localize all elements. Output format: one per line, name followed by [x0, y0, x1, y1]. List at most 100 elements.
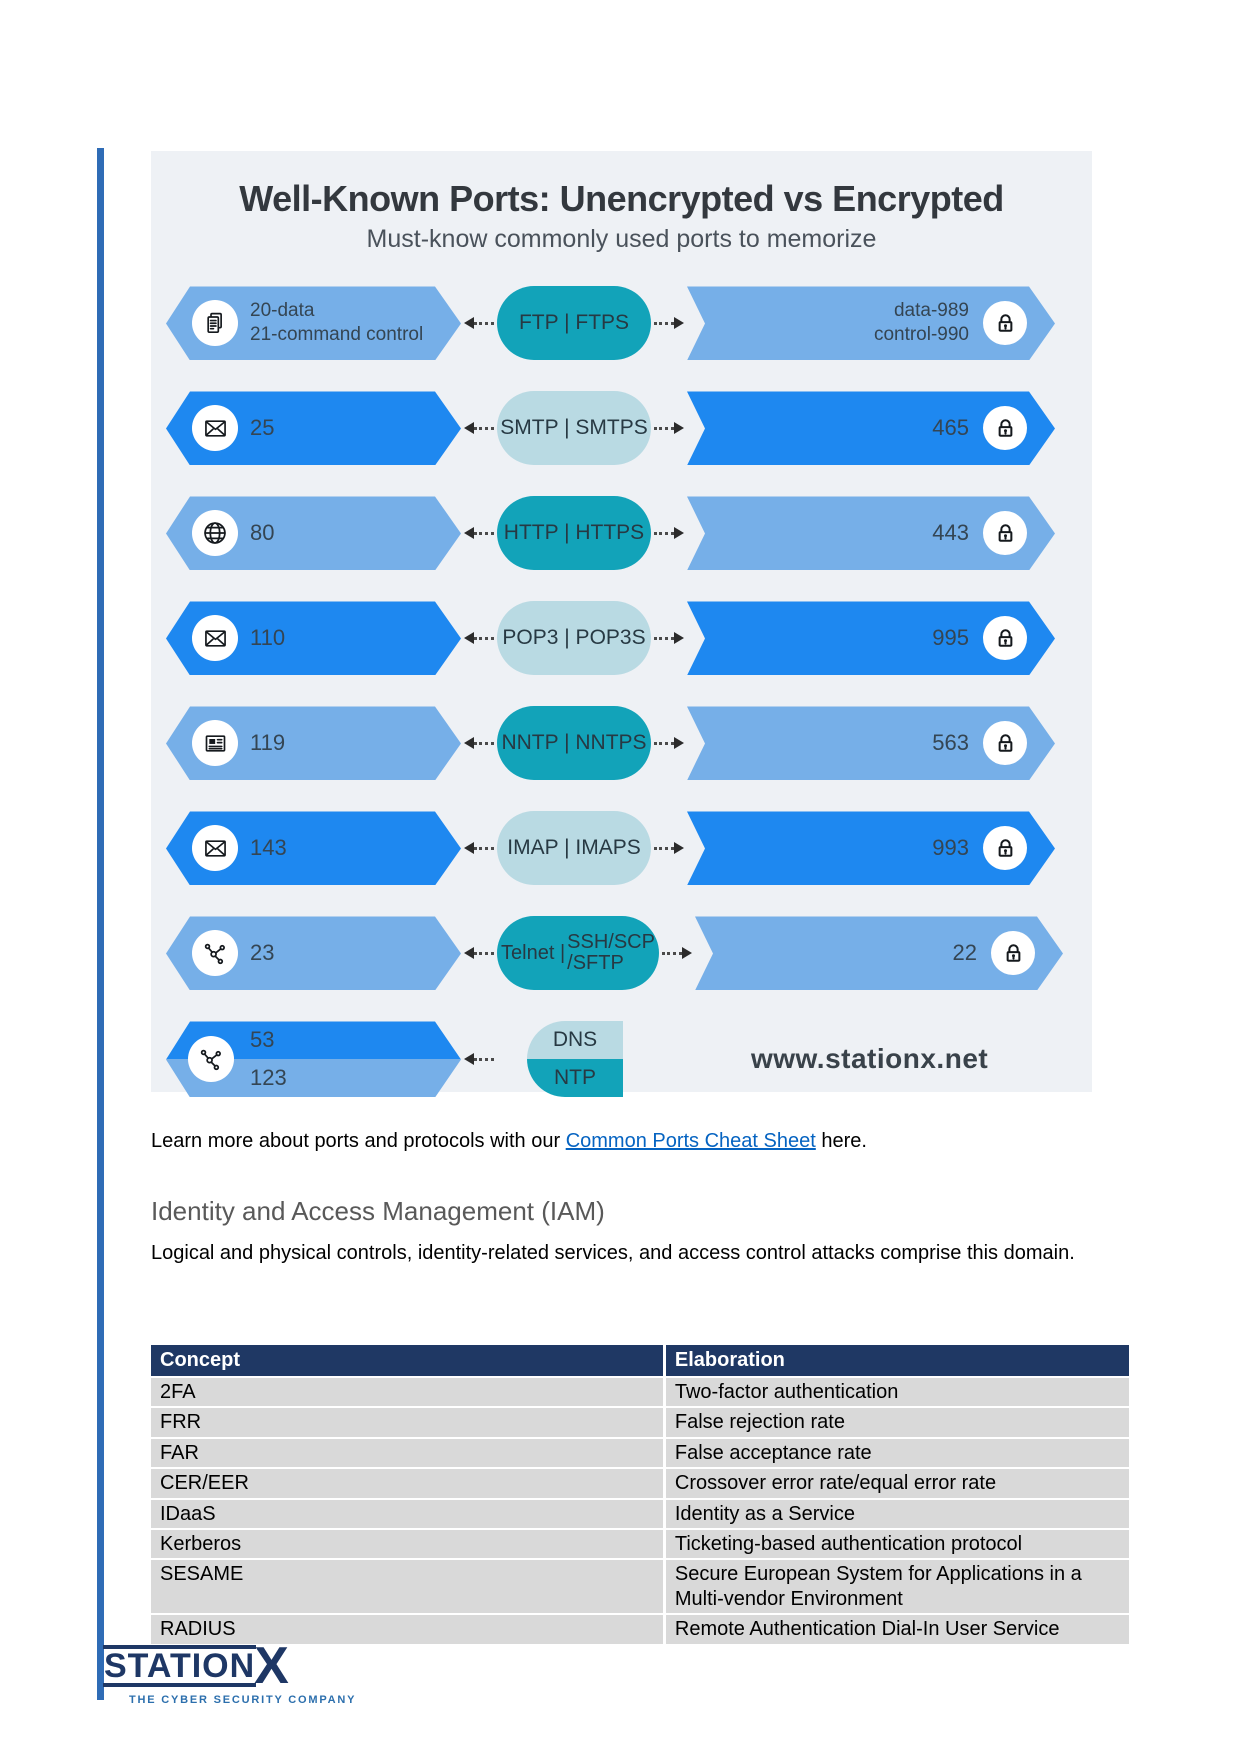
dotted-line — [474, 636, 494, 640]
dotted-line — [662, 951, 682, 955]
port-right-label: 995 — [932, 625, 969, 651]
dotted-arrow-left — [464, 632, 494, 645]
port-left-label: 23 — [250, 940, 275, 966]
table-cell: Secure European System for Applications … — [665, 1560, 1129, 1616]
dotted-arrow-right — [654, 422, 684, 435]
protocol-pill: NNTP | NNTPS — [497, 706, 651, 781]
dotted-line — [654, 636, 674, 640]
mail-icon — [192, 405, 238, 451]
protocol-pill: SMTP | SMTPS — [497, 391, 651, 466]
mail-icon — [192, 825, 238, 871]
dotted-arrow-right — [654, 317, 684, 330]
document-icon — [192, 300, 238, 346]
lock-icon — [983, 301, 1027, 345]
arrowhead-left-icon — [464, 737, 474, 750]
dotted-line — [474, 846, 494, 850]
dotted-line — [474, 1057, 494, 1061]
port-right-label: 465 — [932, 415, 969, 441]
port-right-label: 443 — [932, 520, 969, 546]
left-accent-bar — [97, 148, 104, 1700]
common-ports-cheat-sheet-link[interactable]: Common Ports Cheat Sheet — [565, 1130, 816, 1152]
protocol-stack: SSH/SCP/SFTP — [567, 931, 655, 975]
dotted-line — [474, 741, 494, 745]
dotted-line — [474, 951, 494, 955]
infographic-subtitle: Must-know commonly used ports to memoriz… — [366, 225, 877, 254]
dotted-arrow-left — [464, 737, 494, 750]
globe-icon — [192, 510, 238, 556]
dotted-line — [654, 531, 674, 535]
port-right-label: 993 — [932, 835, 969, 861]
arrowhead-left-icon — [464, 632, 474, 645]
protocol-pill: Telnet |SSH/SCP/SFTP — [497, 916, 659, 991]
arrowhead-right-icon — [682, 947, 692, 960]
logo-station-text: STATION — [103, 1645, 257, 1688]
port-right-label: 22 — [952, 940, 977, 966]
learn-more-suffix: here. — [815, 1130, 867, 1152]
port-left-banner: 25 — [166, 391, 461, 465]
port-number: 123 — [250, 1065, 287, 1091]
port-right-banner: 995 — [687, 601, 1055, 675]
news-icon — [192, 720, 238, 766]
dotted-arrow-right — [654, 842, 684, 855]
arrowhead-left-icon — [464, 1053, 474, 1066]
lock-icon — [983, 721, 1027, 765]
dotted-arrow-left — [464, 947, 494, 960]
arrowhead-right-icon — [674, 842, 684, 855]
port-left-banner: 119 — [166, 706, 461, 780]
port-row: 23 Telnet |SSH/SCP/SFTP 22 — [166, 916, 1092, 991]
arrowhead-left-icon — [464, 947, 474, 960]
port-right-banner: 22 — [695, 916, 1063, 990]
port-left-banner: 23 — [166, 916, 461, 990]
dotted-line — [474, 531, 494, 535]
port-left-label: 143 — [250, 835, 287, 861]
dotted-line — [654, 846, 674, 850]
port-left-label: 25 — [250, 415, 275, 441]
protocol-pill: POP3 | POP3S — [497, 601, 651, 676]
arrowhead-right-icon — [674, 632, 684, 645]
protocol-pill-half: NTP — [527, 1059, 623, 1098]
port-left-banner: 110 — [166, 601, 461, 675]
port-row: 25 SMTP | SMTPS 465 — [166, 391, 1092, 466]
arrowhead-left-icon — [464, 527, 474, 540]
arrowhead-right-icon — [674, 317, 684, 330]
table-header-cell: Elaboration — [665, 1345, 1129, 1378]
dotted-arrow-left — [464, 422, 494, 435]
lock-icon — [991, 931, 1035, 975]
dotted-arrow-left — [464, 317, 494, 330]
lock-icon — [983, 511, 1027, 555]
port-right-banner: 465 — [687, 391, 1055, 465]
dotted-arrow-left — [464, 1053, 494, 1066]
protocol-prefix: Telnet | — [501, 941, 566, 964]
learn-more-prefix: Learn more about ports and protocols wit… — [151, 1130, 566, 1152]
network-icon — [192, 930, 238, 976]
protocol-pill-half: DNS — [527, 1021, 623, 1060]
table-cell: False acceptance rate — [665, 1438, 1129, 1470]
dotted-arrow-right — [654, 737, 684, 750]
table-header-cell: Concept — [151, 1345, 666, 1378]
dotted-arrow-right — [654, 527, 684, 540]
table-cell: Remote Authentication Dial-In User Servi… — [665, 1615, 1129, 1646]
iam-description: Logical and physical controls, identity-… — [151, 1242, 1075, 1264]
protocol-pill: IMAP | IMAPS — [497, 811, 651, 886]
website-url: www.stationx.net — [751, 1043, 989, 1075]
dotted-line — [474, 426, 494, 430]
network-icon — [188, 1036, 234, 1082]
port-left-banner: 143 — [166, 811, 461, 885]
table-cell: FRR — [151, 1408, 666, 1439]
port-row: 143 IMAP | IMAPS 993 — [166, 811, 1092, 886]
learn-more-paragraph: Learn more about ports and protocols wit… — [151, 1130, 1111, 1153]
lock-icon — [983, 826, 1027, 870]
table-cell: Two-factor authentication — [665, 1378, 1129, 1409]
mail-icon — [192, 615, 238, 661]
dotted-arrow-left — [464, 527, 494, 540]
table-cell: Kerberos — [151, 1529, 666, 1561]
